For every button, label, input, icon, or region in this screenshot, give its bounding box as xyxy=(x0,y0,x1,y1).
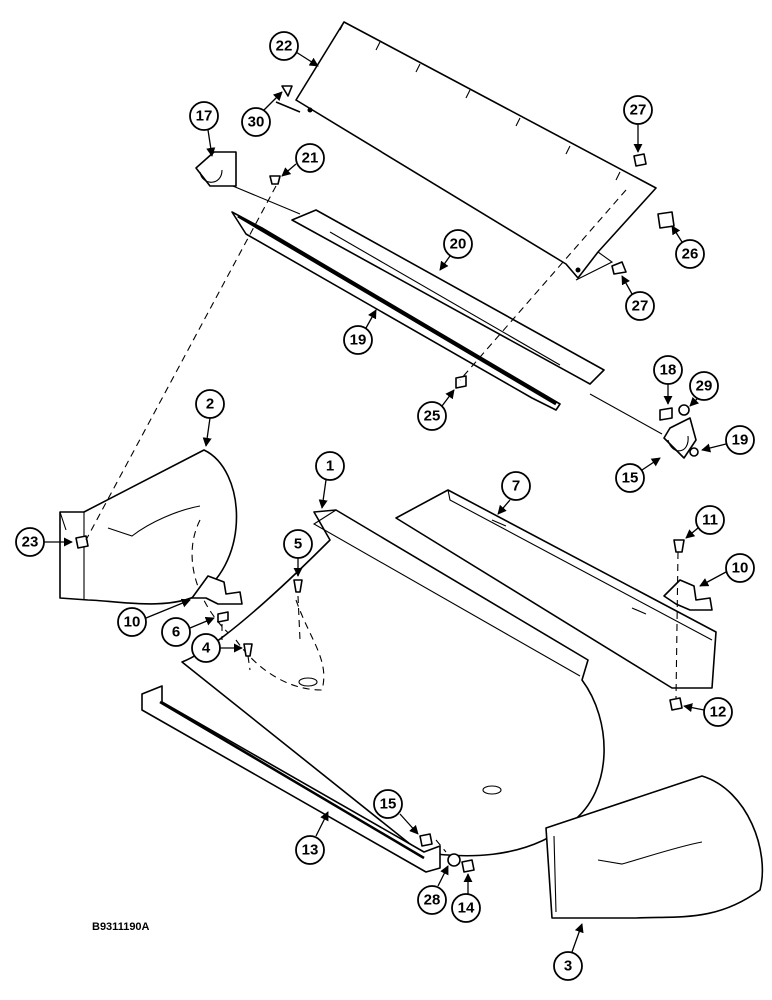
callout-4: 4 xyxy=(191,633,243,663)
svg-text:27: 27 xyxy=(632,298,649,315)
svg-text:13: 13 xyxy=(302,842,319,859)
callout-26: 26 xyxy=(671,225,705,269)
angle-bracket-right xyxy=(663,579,713,611)
svg-text:29: 29 xyxy=(696,378,713,395)
top-cover-plate xyxy=(295,21,657,281)
svg-text:10: 10 xyxy=(732,560,749,577)
right-shroud xyxy=(545,775,764,919)
svg-text:15: 15 xyxy=(622,470,639,487)
svg-text:17: 17 xyxy=(196,108,213,125)
svg-text:12: 12 xyxy=(710,704,727,721)
svg-text:18: 18 xyxy=(660,362,677,379)
callout-2: 2 xyxy=(195,389,225,447)
hardware xyxy=(75,85,699,873)
svg-text:26: 26 xyxy=(682,246,699,263)
callout-5: 5 xyxy=(283,529,313,577)
svg-text:6: 6 xyxy=(172,624,180,641)
callout-12: 12 xyxy=(683,697,733,727)
svg-text:25: 25 xyxy=(424,408,441,425)
callout-27-bottom: 27 xyxy=(621,275,655,321)
support-rod xyxy=(227,183,663,435)
svg-text:28: 28 xyxy=(424,892,441,909)
svg-text:22: 22 xyxy=(276,38,293,55)
callout-1: 1 xyxy=(315,451,345,509)
svg-text:23: 23 xyxy=(22,534,39,551)
angle-bracket-left xyxy=(191,575,243,605)
svg-text:2: 2 xyxy=(206,396,214,413)
bracket-right xyxy=(663,417,697,459)
callout-6: 6 xyxy=(161,616,215,647)
svg-text:27: 27 xyxy=(630,102,647,119)
svg-text:15: 15 xyxy=(380,796,397,813)
alignment-lines xyxy=(85,185,679,853)
figure-code: B9311190A xyxy=(92,921,150,933)
angle-strip xyxy=(291,209,605,385)
callout-10-left: 10 xyxy=(117,598,191,637)
svg-text:30: 30 xyxy=(248,114,265,131)
svg-text:21: 21 xyxy=(302,150,319,167)
callout-11: 11 xyxy=(685,505,725,539)
callout-17: 17 xyxy=(189,101,219,157)
callout-28: 28 xyxy=(417,865,449,915)
callout-3: 3 xyxy=(553,923,584,981)
side-channel xyxy=(395,489,717,689)
callout-30: 30 xyxy=(241,91,283,137)
svg-text:10: 10 xyxy=(124,614,141,631)
svg-text:5: 5 xyxy=(294,536,302,553)
callout-19: 19 xyxy=(701,425,755,455)
callout-14: 14 xyxy=(451,873,481,923)
callout-24: 22 xyxy=(269,31,319,67)
svg-text:19: 19 xyxy=(732,432,749,449)
svg-text:19: 19 xyxy=(350,332,367,349)
svg-text:11: 11 xyxy=(702,512,718,529)
callout-15: 15 xyxy=(373,789,419,835)
svg-text:14: 14 xyxy=(458,900,475,917)
svg-text:1: 1 xyxy=(326,458,334,475)
callout-10-right: 10 xyxy=(699,553,755,587)
callout-21: 19 xyxy=(343,309,377,355)
callout-27-top: 27 xyxy=(623,95,653,153)
callout-25: 25 xyxy=(417,389,455,431)
callout-23: 23 xyxy=(15,527,73,557)
svg-text:3: 3 xyxy=(564,958,572,975)
callout-7: 7 xyxy=(497,471,531,515)
callout-18: 18 xyxy=(653,355,683,405)
callout-29: 29 xyxy=(689,371,719,407)
cross-bar xyxy=(141,685,441,873)
main-trough xyxy=(181,509,605,857)
callout-20: 20 xyxy=(439,229,473,271)
callout-22: 21 xyxy=(281,143,325,177)
wiper-strip xyxy=(231,211,561,411)
svg-text:4: 4 xyxy=(202,640,211,657)
svg-text:20: 20 xyxy=(450,236,467,253)
svg-text:7: 7 xyxy=(512,478,520,495)
callout-13: 13 xyxy=(295,811,329,865)
callout-16: 15 xyxy=(615,457,661,493)
bracket-left xyxy=(195,151,237,187)
